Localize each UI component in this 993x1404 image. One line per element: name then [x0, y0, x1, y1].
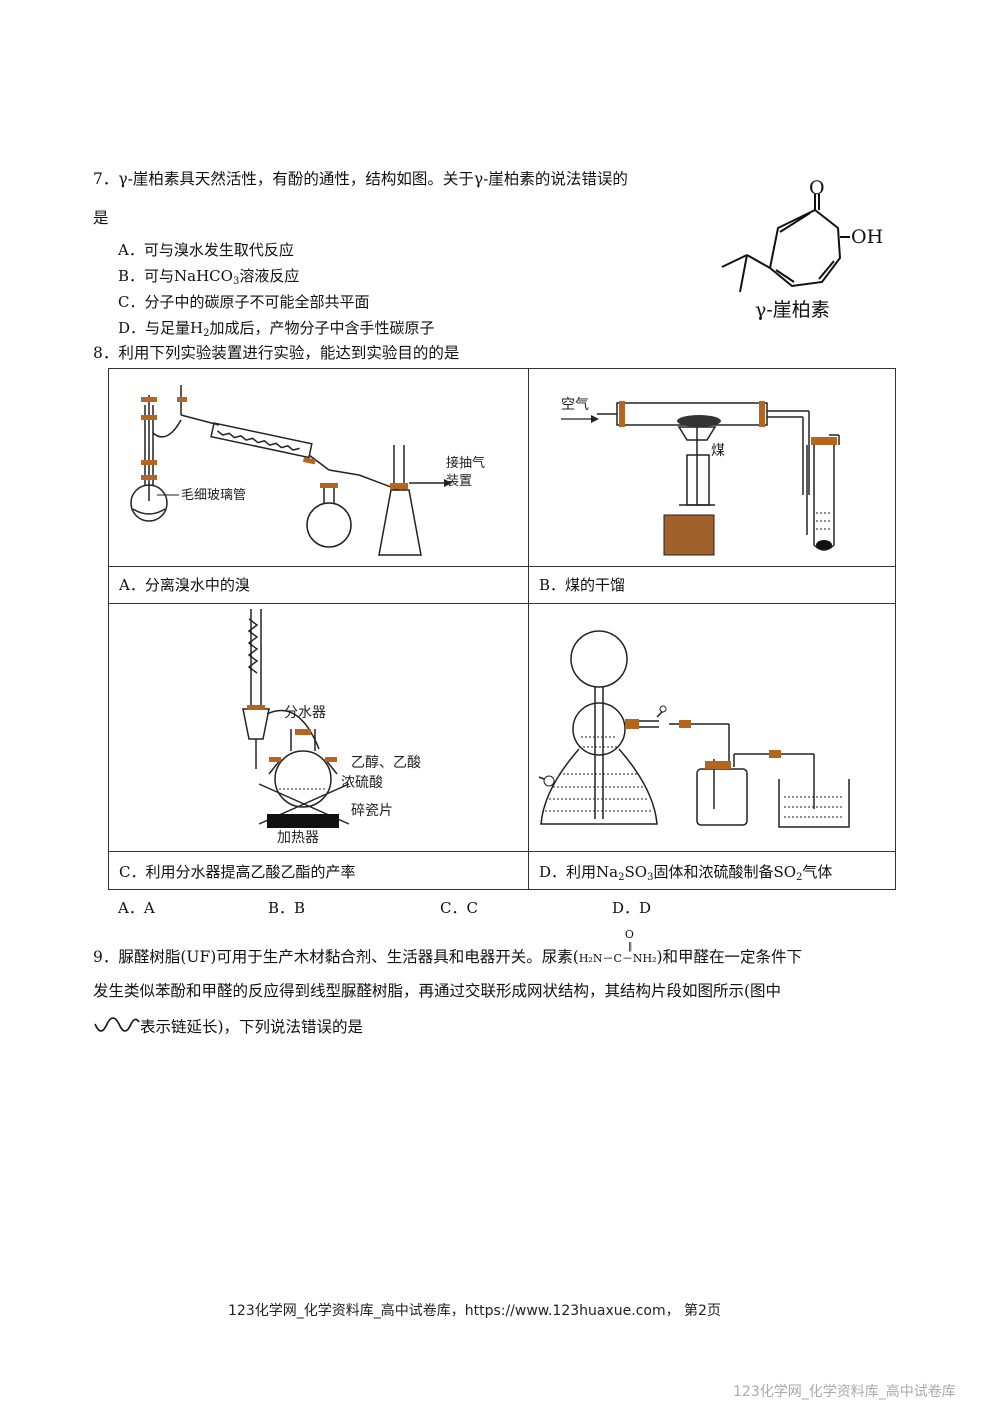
caption-d-text: 固体和浓硫酸制备SO — [653, 863, 797, 881]
q9-text: 9．脲醛树脂(UF)可用于生产木材黏合剂、生活器具和电器开关。尿素( — [93, 948, 579, 966]
option-text: 分子中的碳原子不可能全部共平面 — [144, 293, 370, 311]
label-reagent2: 浓硫酸 — [341, 775, 383, 791]
caption-d-text: 气体 — [802, 863, 833, 881]
urea-formula: O‖H₂N－C－NH₂ — [578, 928, 657, 970]
option-label: D． — [118, 319, 146, 337]
q7-stem-line1: 7．γ-崖柏素具天然活性，有酚的通性，结构如图。关于γ-崖柏素的说法错误的 — [93, 170, 628, 188]
q9-text: )和甲醛在一定条件下 — [656, 948, 803, 966]
urea-chain: H₂N－C－NH₂ — [578, 952, 657, 965]
label-pump-line2: 装置 — [446, 474, 472, 489]
label-capillary: 毛细玻璃管 — [181, 488, 246, 503]
subscript: 3 — [647, 872, 654, 883]
apparatus-a-distillation: 毛细玻璃管 接抽气 装置 — [130, 385, 485, 556]
structure-caption: γ-崖柏素 — [755, 299, 830, 321]
label-heater: 加热器 — [277, 830, 319, 846]
caption-d-text: SO — [624, 863, 648, 881]
apparatus-d-kipp — [538, 630, 850, 828]
option-text-tail: 加成后，产物分子中含手性碳原子 — [209, 319, 435, 337]
caption-c: C．利用分水器提高乙酸乙酯的产率 — [119, 863, 356, 881]
caption-d: D．利用Na2SO3固体和浓硫酸制备SO2气体 — [539, 861, 832, 883]
label-air: 空气 — [561, 397, 589, 413]
q7-option-b: B．可与NaHCO3溶液反应 — [118, 265, 299, 287]
q8-choice-b: B．B — [268, 899, 306, 917]
thujaplicin-structure: O OH γ-崖柏素 — [721, 177, 883, 321]
label-coal: 煤 — [711, 443, 725, 459]
subscript: 2 — [796, 872, 803, 883]
option-text: 可与溴水发生取代反应 — [143, 241, 294, 259]
apparatus-b-coal: 空气 煤 — [561, 397, 840, 556]
grid-divider-row1 — [109, 566, 895, 567]
q8-stem: 8．利用下列实验装置进行实验，能达到实验目的的是 — [93, 344, 460, 362]
label-separator: 分水器 — [284, 705, 326, 721]
q8-choice-a: A．A — [118, 899, 155, 917]
label-chips: 碎瓷片 — [351, 803, 393, 819]
option-label: C． — [118, 293, 145, 311]
page-footer: 123化学网_化学资料库_高中试卷库，https://www.123huaxue… — [228, 1303, 721, 1319]
label-pump-line1: 接抽气 — [446, 455, 485, 471]
q8-choice-d: D．D — [612, 899, 652, 917]
q7-stem-line2: 是 — [93, 209, 109, 227]
q9-line3: 表示链延长)，下列说法错误的是 — [140, 1018, 364, 1036]
q8-choice-c: C．C — [440, 899, 478, 917]
caption-d-text: D．利用Na — [539, 863, 619, 881]
atom-o-label: O — [809, 177, 825, 199]
caption-a: A．分离溴水中的溴 — [119, 576, 250, 594]
option-text: 与足量H — [145, 319, 204, 337]
q7-option-a: A．可与溴水发生取代反应 — [118, 239, 294, 260]
apparatus-c-separator: 分水器 乙醇、乙酸 浓硫酸 碎瓷片 加热器 — [242, 609, 421, 846]
q7-option-d: D．与足量H2加成后，产物分子中含手性碳原子 — [118, 317, 435, 339]
option-label: A． — [118, 241, 144, 259]
grid-divider-row3 — [109, 851, 895, 852]
option-label: B． — [118, 267, 145, 285]
watermark: 123化学网_化学资料库_高中试卷库 — [733, 1384, 956, 1400]
urea-oxygen: O — [624, 928, 634, 941]
subscript: 2 — [618, 872, 625, 883]
option-text-tail: 溶液反应 — [239, 267, 300, 285]
chain-extension-icon — [94, 1017, 140, 1032]
label-reagent1: 乙醇、乙酸 — [351, 754, 421, 771]
grid-divider-row2 — [109, 603, 895, 604]
subscript: 3 — [232, 276, 240, 287]
q9-line1: 9．脲醛树脂(UF)可用于生产木材黏合剂、生活器具和电器开关。尿素(O‖H₂N－… — [93, 928, 803, 970]
q7-option-c: C．分子中的碳原子不可能全部共平面 — [118, 291, 370, 312]
atom-oh-label: OH — [851, 226, 883, 248]
q9-line2: 发生类似苯酚和甲醛的反应得到线型脲醛树脂，再通过交联形成网状结构，其结构片段如图… — [93, 982, 782, 1000]
caption-b: B．煤的干馏 — [539, 576, 626, 594]
option-text: 可与NaHCO — [144, 267, 233, 285]
subscript: 2 — [203, 328, 210, 339]
grid-divider-vertical — [528, 369, 529, 889]
apparatus-grid: 毛细玻璃管 接抽气 装置 A．分离溴水中的溴 空气 — [108, 368, 896, 890]
